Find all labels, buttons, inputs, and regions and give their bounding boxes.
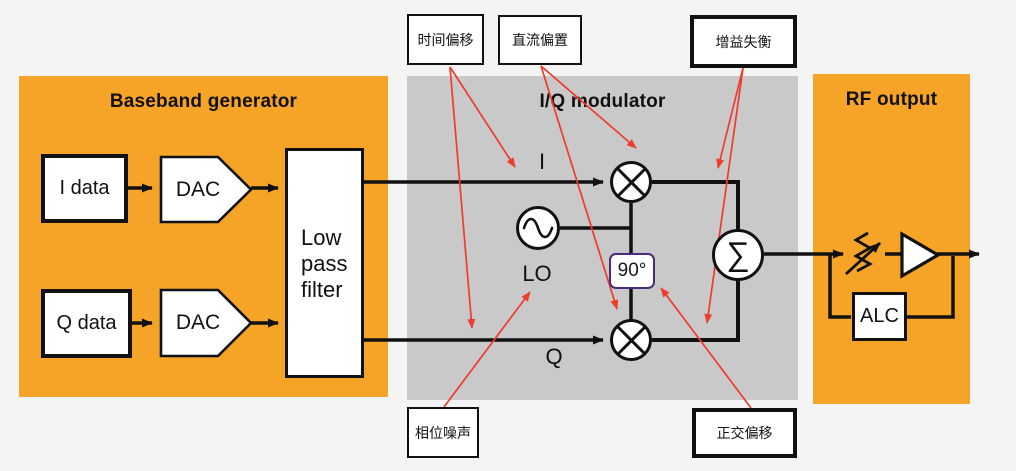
callout-quadrature-offset-label: 正交偏移 xyxy=(716,425,773,441)
q-data-block: Q data xyxy=(41,289,132,358)
dac-i-label: DAC xyxy=(175,177,221,201)
summer-block: ∑ xyxy=(712,229,764,281)
mixer-cross-icon xyxy=(616,167,646,197)
callout-gain-imbalance-label: 增益失衡 xyxy=(715,33,772,50)
rf-output-panel: RF output xyxy=(813,74,970,404)
sigma-icon: ∑ xyxy=(726,234,750,272)
callout-dc-offset-label: 直流偏置 xyxy=(512,32,568,48)
callout-quadrature-offset: 正交偏移 xyxy=(692,408,797,458)
i-data-label: I data xyxy=(59,177,110,199)
q-signal-label: Q xyxy=(545,344,563,369)
iq-modulator-panel-title: I/Q modulator xyxy=(539,91,666,112)
baseband-panel-title: Baseband generator xyxy=(109,91,298,112)
callout-phase-noise-label: 相位噪声 xyxy=(415,424,471,441)
sine-wave-icon xyxy=(522,217,554,239)
callout-dc-offset: 直流偏置 xyxy=(498,15,582,65)
callout-time-offset-label: 时间偏移 xyxy=(417,31,474,48)
dac-q-label: DAC xyxy=(175,311,221,334)
q-data-label: Q data xyxy=(56,312,117,334)
low-pass-filter-block: Low pass filter xyxy=(285,148,364,378)
alc-label: ALC xyxy=(860,305,899,327)
i-signal-label: I xyxy=(538,149,546,174)
callout-phase-noise: 相位噪声 xyxy=(407,407,479,458)
rf-panel-title: RF output xyxy=(845,89,938,110)
i-data-block: I data xyxy=(41,154,128,223)
low-pass-filter-label: Low pass filter xyxy=(301,225,348,302)
phase-shifter-90-block: 90° xyxy=(609,253,655,289)
phase-shifter-label: 90° xyxy=(617,260,647,281)
mixer-cross-icon xyxy=(616,325,646,355)
lo-label: LO xyxy=(522,261,552,286)
callout-gain-imbalance: 增益失衡 xyxy=(690,15,797,68)
local-oscillator-block xyxy=(516,206,560,250)
callout-time-offset: 时间偏移 xyxy=(407,14,484,65)
alc-block: ALC xyxy=(852,292,907,341)
mixer-i-block xyxy=(610,161,652,203)
mixer-q-block xyxy=(610,319,652,361)
